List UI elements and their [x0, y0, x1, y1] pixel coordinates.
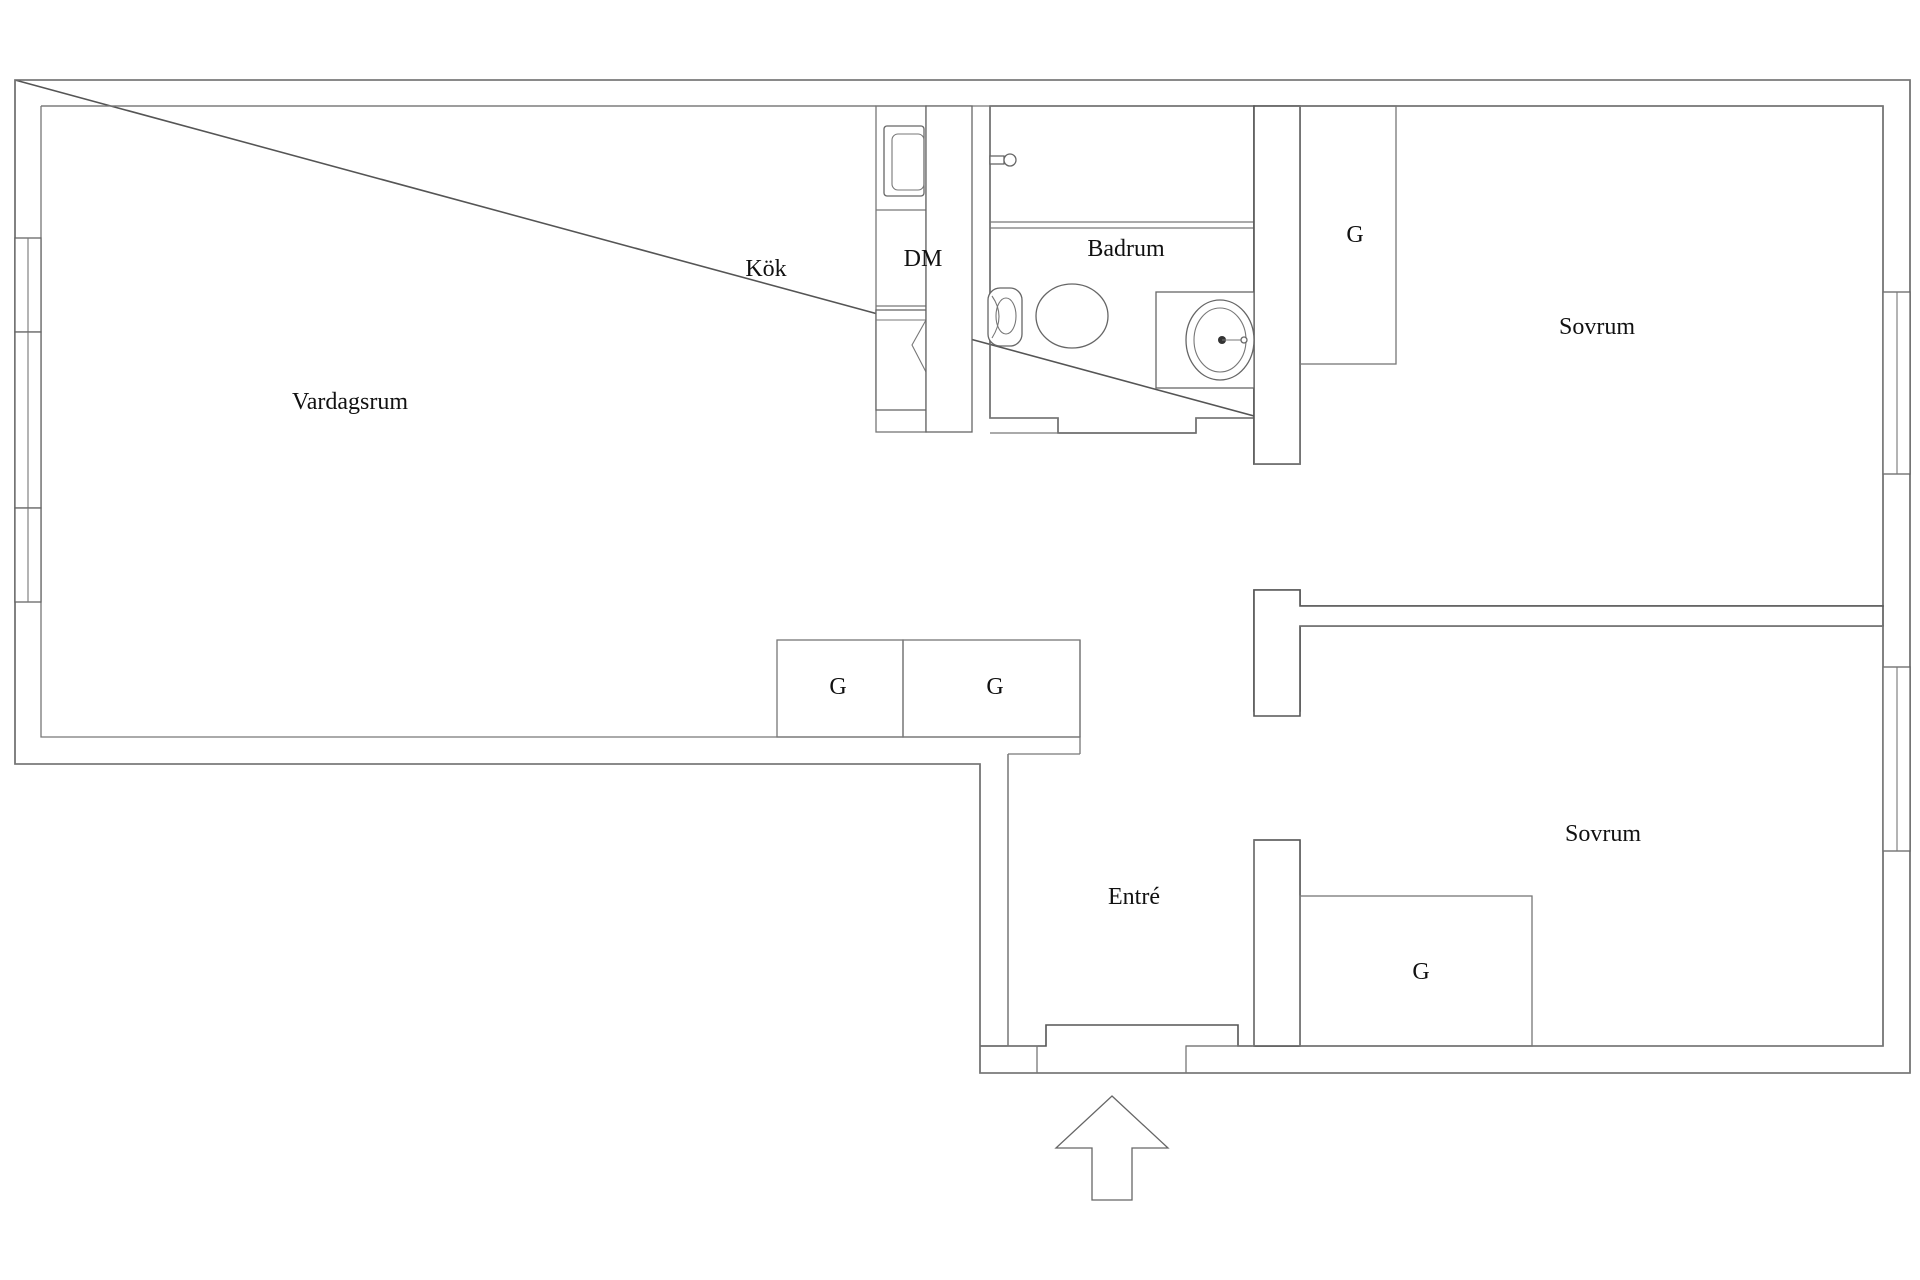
- windows-right: [1882, 291, 1911, 852]
- room-label-badrum: Badrum: [1087, 236, 1165, 262]
- bedroom-2-walls: [1253, 625, 1884, 1047]
- entrance-arrow-icon: [1054, 1095, 1170, 1201]
- living-room-closets: [776, 639, 1081, 738]
- toilet-icon: [987, 283, 1109, 349]
- room-label-vardagsrum: Vardagsrum: [292, 389, 408, 415]
- room-label-sovrum-2: Sovrum: [1565, 821, 1641, 847]
- kitchen-counter: [925, 105, 973, 433]
- tap-icon: [989, 153, 1017, 167]
- windows-left: [14, 237, 42, 603]
- closet-label-3: G: [986, 674, 1003, 700]
- dishwasher-icon: [875, 309, 927, 411]
- stove-icon: [883, 125, 925, 197]
- room-label-kok: Kök: [745, 256, 786, 282]
- kitchen-fixtures: [875, 105, 973, 433]
- closet-label-4: G: [1412, 959, 1429, 985]
- closet-label-2: G: [829, 674, 846, 700]
- closet-label-1: G: [1346, 222, 1363, 248]
- room-label-dm: DM: [904, 246, 943, 272]
- entrance-walls: [1007, 754, 1255, 1047]
- room-label-sovrum-1: Sovrum: [1559, 314, 1635, 340]
- room-label-entre: Entré: [1108, 884, 1160, 910]
- sink-icon: [1155, 291, 1255, 389]
